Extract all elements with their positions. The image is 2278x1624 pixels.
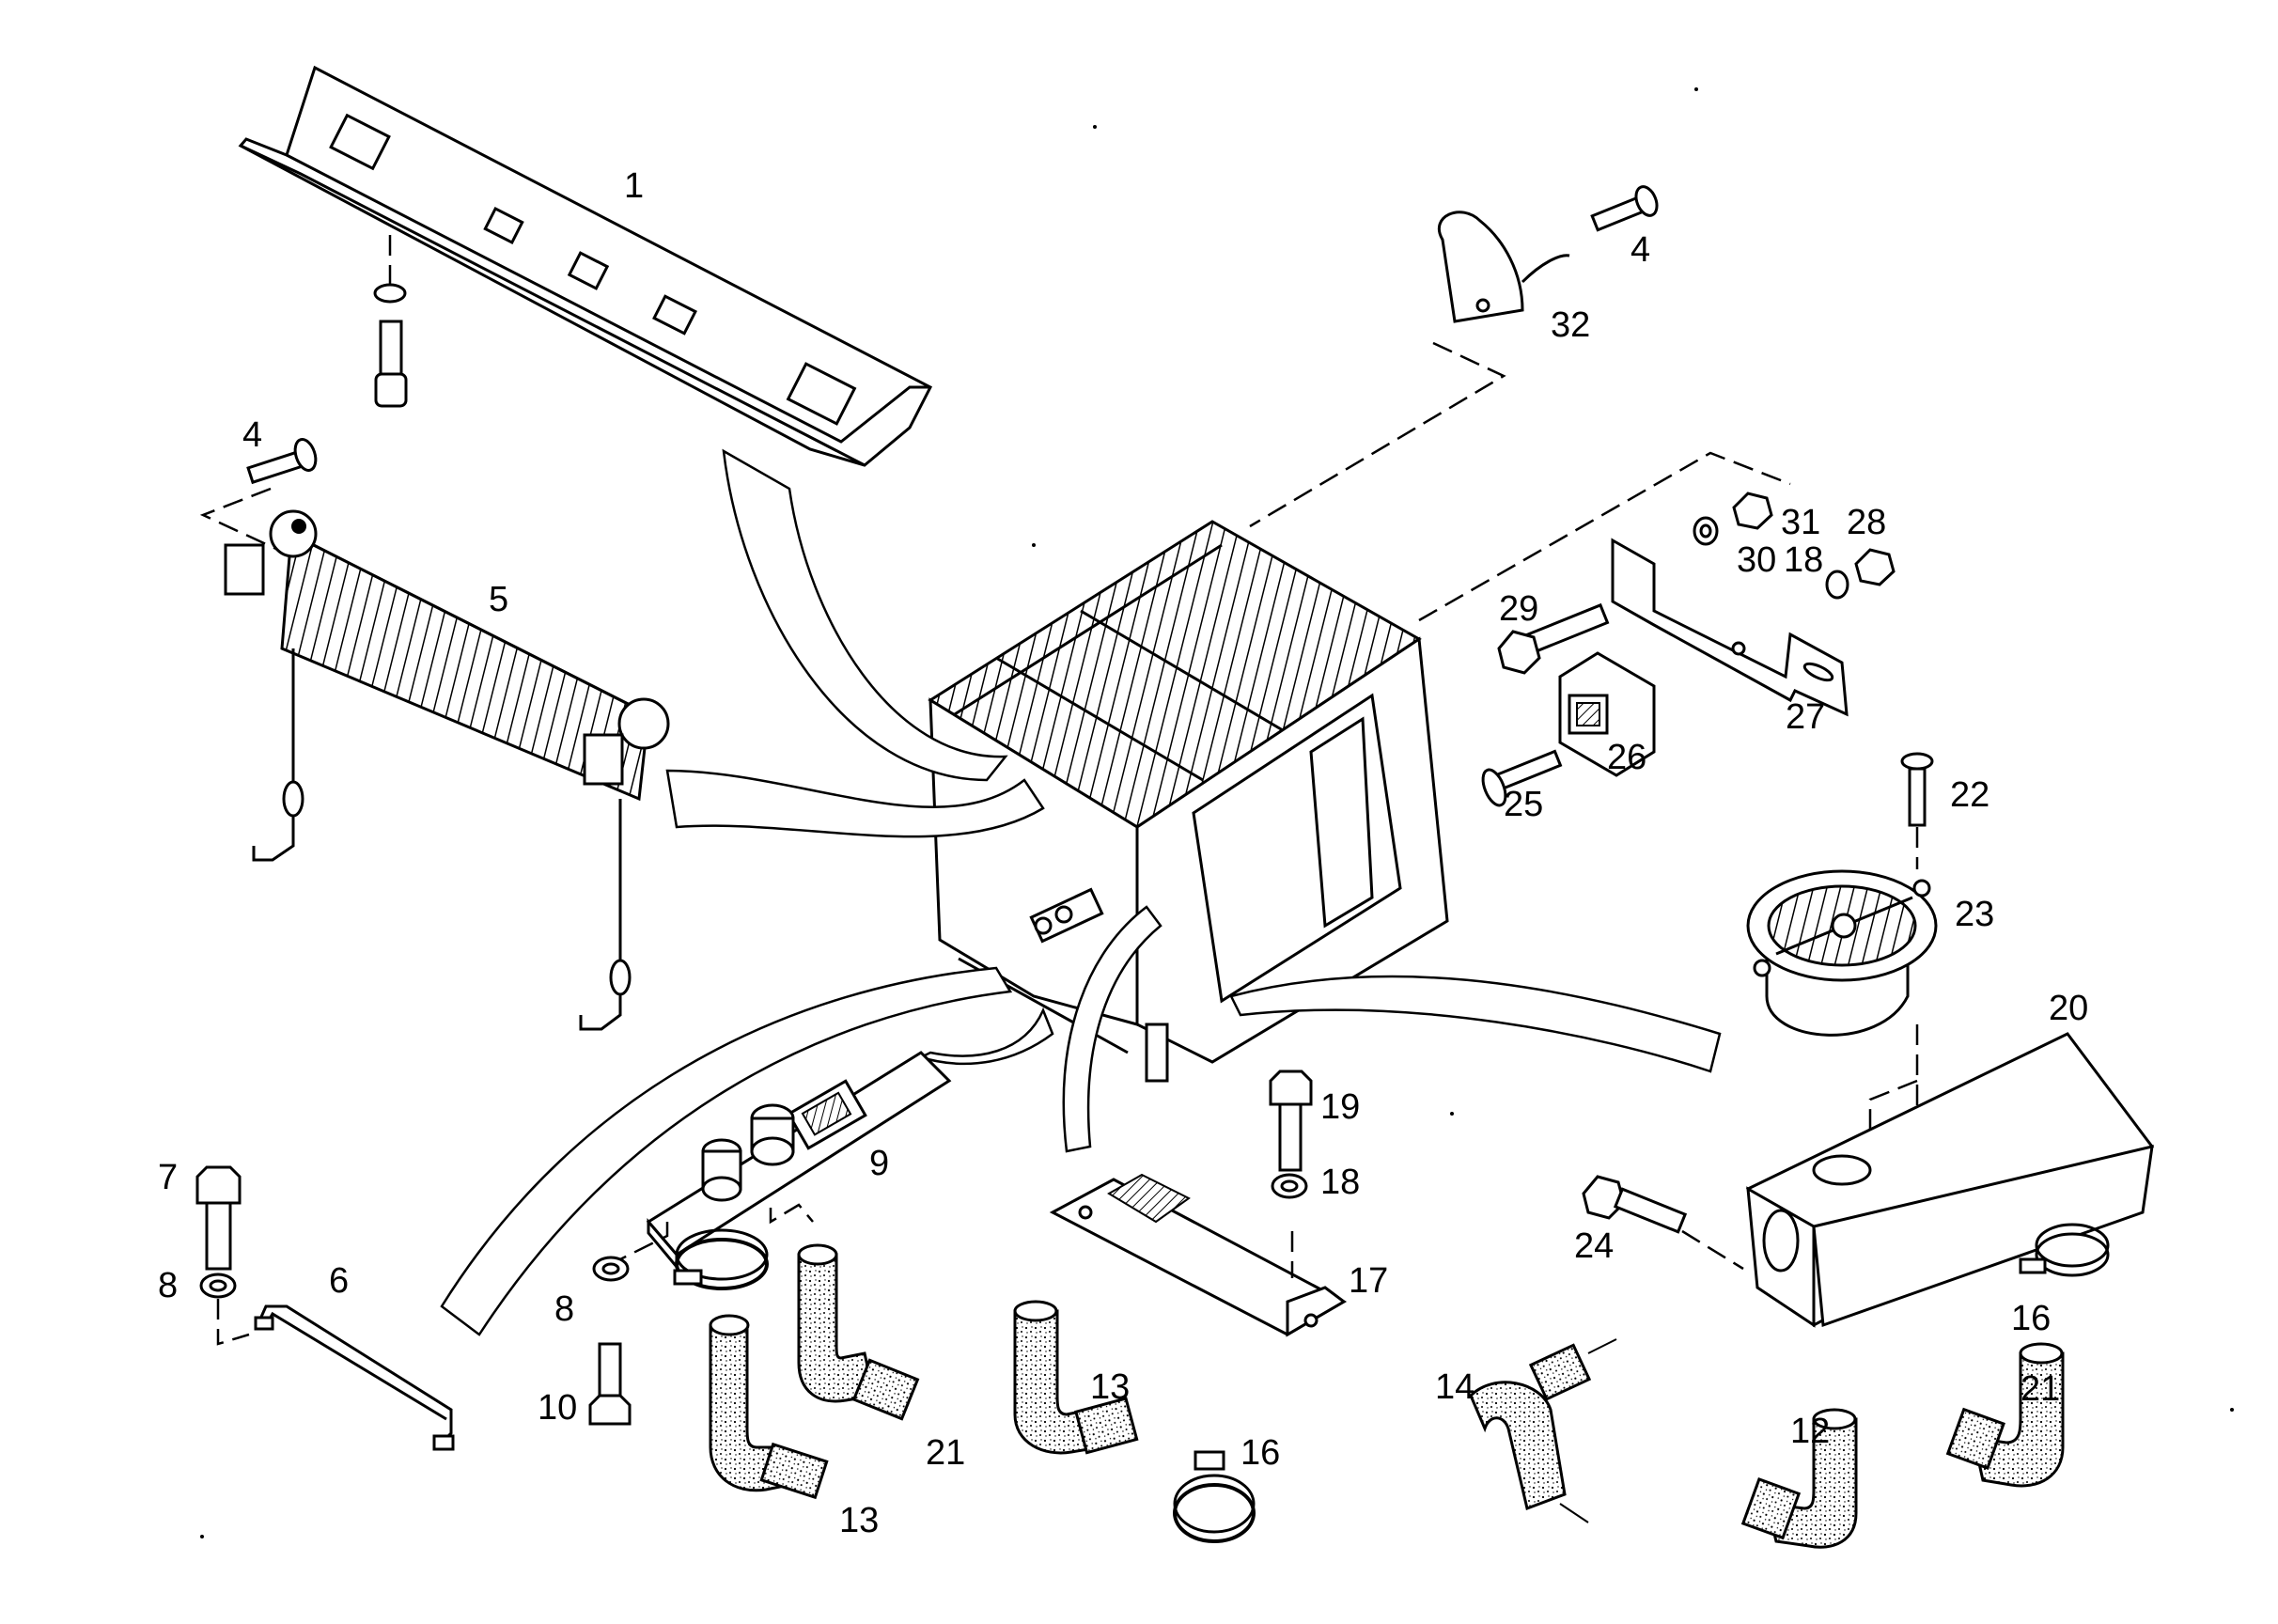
part-21-elbow-hose-left <box>797 1243 920 1421</box>
callout-8-left: 8 <box>158 1266 178 1305</box>
cab-frame-assembly <box>928 520 1449 1083</box>
part-1-top-trim-panel <box>238 65 933 467</box>
callout-28: 28 <box>1847 503 1886 542</box>
callout-22: 22 <box>1950 775 1989 815</box>
part-14-hose <box>1469 1338 1617 1523</box>
callout-18-right: 18 <box>1784 540 1823 580</box>
part-7-bolt <box>195 1165 242 1271</box>
part-4-screw-right <box>1590 185 1659 232</box>
callout-5: 5 <box>489 580 508 619</box>
part-21-elbow-hose-right <box>1945 1342 2065 1488</box>
part-17-mount-plate <box>1049 1173 1348 1337</box>
callout-27: 27 <box>1786 697 1825 737</box>
callout-32: 32 <box>1551 305 1590 345</box>
callout-23: 23 <box>1955 895 1994 934</box>
callout-4-right: 4 <box>1630 230 1650 270</box>
callout-16-center: 16 <box>1240 1433 1280 1473</box>
part-24-bolt <box>1582 1175 1688 1234</box>
leader-8-left <box>216 1299 250 1346</box>
callout-8-center: 8 <box>554 1289 574 1329</box>
part-25-screw <box>1481 749 1563 807</box>
callout-25: 25 <box>1504 785 1543 824</box>
callout-12: 12 <box>1790 1412 1830 1451</box>
part-20-air-duct <box>1745 1032 2155 1328</box>
part-31-nut <box>1732 492 1773 530</box>
leader-20 <box>1868 1079 1918 1147</box>
part-16-hose-clamp-right <box>2019 1223 2110 1277</box>
part-18-washer-center <box>1271 1173 1308 1199</box>
callout-21-right: 21 <box>2021 1369 2060 1409</box>
part-28-nut <box>1854 548 1896 586</box>
leader-9-left <box>610 1222 669 1266</box>
leader-27 <box>1418 451 1791 622</box>
part-27-bracket <box>1611 538 1849 717</box>
leader-24 <box>1681 1229 1744 1271</box>
part-6-mounting-rod <box>254 1304 455 1451</box>
part-30-washer <box>1693 516 1719 546</box>
part-18-washer-right <box>1825 570 1849 600</box>
callout-21-left: 21 <box>926 1433 965 1473</box>
callout-26: 26 <box>1607 738 1646 777</box>
part-13-elbow-hose-center <box>1013 1300 1139 1455</box>
callout-31: 31 <box>1781 503 1820 542</box>
part-23-blower-fan <box>1746 869 1938 1037</box>
callout-20: 20 <box>2049 989 2088 1028</box>
callout-17: 17 <box>1349 1261 1388 1301</box>
part-8-washer-left <box>199 1273 237 1299</box>
part-9-control-panel <box>646 1051 952 1272</box>
part-16-hose-clamp-left <box>673 1228 769 1290</box>
callout-14: 14 <box>1435 1367 1474 1407</box>
callout-24: 24 <box>1574 1226 1614 1266</box>
callout-30: 30 <box>1737 540 1776 580</box>
callout-18-center: 18 <box>1320 1163 1360 1202</box>
callout-13-left: 13 <box>839 1501 879 1540</box>
callout-1: 1 <box>624 166 644 206</box>
part-10-bolt <box>588 1342 632 1426</box>
assembly-arrow-ribbons <box>440 448 1722 1336</box>
part-16-hose-clamp-center <box>1173 1450 1256 1543</box>
part-12-elbow-hose <box>1740 1408 1858 1549</box>
leader-9-right <box>769 1203 814 1225</box>
part-32-mounting-plate <box>1437 211 1570 323</box>
part-19-bolt <box>1269 1070 1313 1172</box>
callout-13-center: 13 <box>1090 1367 1130 1407</box>
part-8-washer-center <box>592 1256 630 1282</box>
part-26-switch <box>1558 651 1656 777</box>
callout-9: 9 <box>869 1144 889 1183</box>
callout-7: 7 <box>158 1158 178 1197</box>
part-29-bolt <box>1497 602 1610 675</box>
callout-29: 29 <box>1499 589 1538 629</box>
part-13-elbow-hose-left <box>709 1314 829 1500</box>
callout-19: 19 <box>1320 1087 1360 1127</box>
part-22-screw <box>1900 752 1934 869</box>
callout-4-left: 4 <box>242 415 262 455</box>
callout-10: 10 <box>538 1388 577 1428</box>
callout-16-right: 16 <box>2011 1299 2051 1338</box>
leader-32 <box>1249 341 1506 528</box>
callout-6: 6 <box>329 1261 349 1301</box>
part-5-roller-blind <box>224 509 670 1031</box>
part-4-screw-left <box>246 438 318 485</box>
part-1-bolt <box>373 235 408 408</box>
